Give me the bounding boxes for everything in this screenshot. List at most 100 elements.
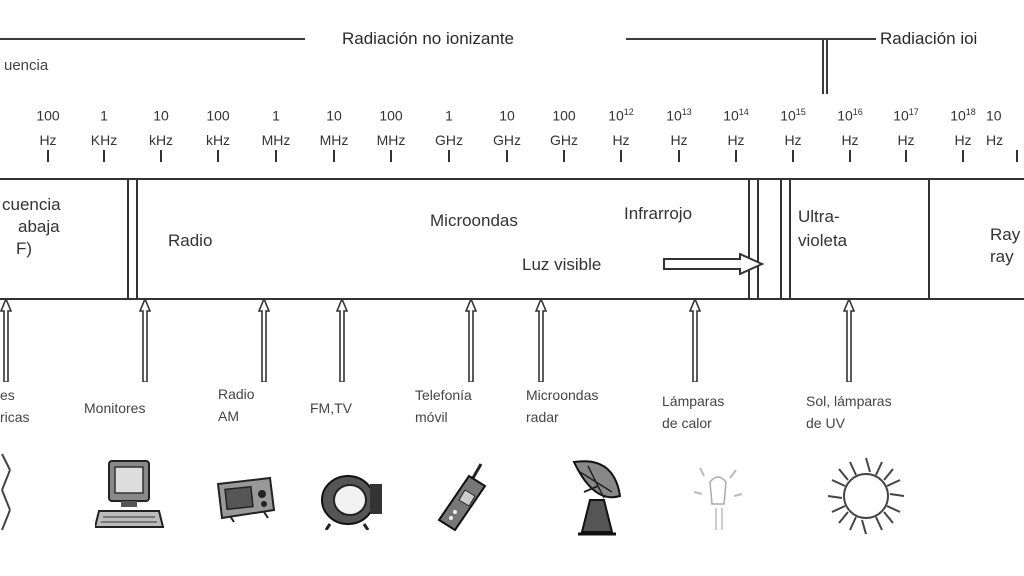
- non-ionizing-title: Radiación no ionizante: [342, 29, 515, 48]
- freq-unit: Hz: [954, 131, 972, 148]
- tick: [506, 150, 508, 162]
- arrow-up-icon: [0, 298, 12, 382]
- freq-num: 100: [552, 107, 576, 124]
- freq-sup: 14: [738, 107, 749, 117]
- radio-receiver-icon: [216, 476, 276, 523]
- freq-num: 10: [499, 107, 515, 124]
- arrow-up-icon: [139, 298, 151, 382]
- tick: [390, 150, 392, 162]
- tick: [849, 150, 851, 162]
- tick: [103, 150, 105, 162]
- application-radio-am: Radio AM: [218, 383, 255, 427]
- freq-num: 10: [608, 107, 624, 124]
- freq-unit: Hz: [39, 131, 57, 148]
- freq-num: 100: [379, 107, 403, 124]
- xray-line-1: Ray: [990, 225, 1021, 244]
- heat-lamp-icon: [693, 467, 743, 530]
- tick: [47, 150, 49, 162]
- ionizing-boundary-marker: [822, 38, 828, 94]
- arrow-up-icon: [843, 298, 855, 382]
- tick: [333, 150, 335, 162]
- freq-num: 10: [723, 107, 739, 124]
- application-microwave-radar: Microondas radar: [526, 384, 598, 428]
- heat-line-1: Lámparas: [662, 393, 725, 409]
- freq-unit: KHz: [90, 131, 118, 148]
- tick: [448, 150, 450, 162]
- arrow-up-icon: [465, 298, 477, 382]
- radar-line-2: radar: [526, 409, 559, 425]
- freq-unit: kHz: [148, 131, 174, 148]
- freq-sup: 12: [623, 107, 634, 117]
- visible-light-arrow-icon: [663, 253, 765, 275]
- freq-unit: GHz: [435, 131, 463, 148]
- arrow-up-icon: [535, 298, 547, 382]
- elf-line-3: F): [16, 239, 33, 258]
- sun-icon: [827, 457, 905, 535]
- freq-num: 10: [837, 107, 853, 124]
- freq-num: 100: [36, 107, 60, 124]
- application-fm-tv: FM,TV: [310, 400, 352, 416]
- tick: [678, 150, 680, 162]
- freq-num: 10: [893, 107, 909, 124]
- band-label-uv: Ultra- violeta: [798, 206, 847, 252]
- freq-num: 1: [272, 107, 280, 124]
- freq-unit: MHz: [261, 131, 291, 148]
- uv-app-line-1: Sol, lámparas: [806, 393, 892, 409]
- arrow-up-icon: [258, 298, 270, 382]
- freq-unit: Hz: [897, 131, 915, 148]
- application-heat-lamps: Lámparas de calor: [662, 390, 724, 434]
- freq-sup: 13: [681, 107, 692, 117]
- band-divider-uv-xray: [928, 178, 930, 298]
- radar-dish-icon: [572, 460, 622, 536]
- tick: [792, 150, 794, 162]
- freq-num: 10: [666, 107, 682, 124]
- freq-unit: kHz: [205, 131, 231, 148]
- freq-unit: Hz: [670, 131, 688, 148]
- ionizing-title: Radiación ioi: [880, 29, 978, 48]
- phone-line-1: Telefonía: [415, 387, 472, 403]
- uv-band-line-2: violeta: [798, 231, 848, 250]
- am-line-2: AM: [218, 408, 239, 424]
- application-mobile-phone: Telefonía móvil: [415, 384, 472, 428]
- band-divider-infrared-visible: [748, 178, 759, 298]
- computer-monitor-icon: [95, 460, 165, 528]
- freq-sup: 18: [965, 107, 976, 117]
- freq-unit: Hz: [986, 131, 1004, 148]
- freq-sup: 15: [795, 107, 806, 117]
- power-line-2: ricas: [0, 409, 30, 425]
- tick: [962, 150, 964, 162]
- frequency-label: uencia: [4, 57, 49, 74]
- band-label-radio: Radio: [168, 231, 213, 250]
- freq-unit: Hz: [841, 131, 859, 148]
- tick: [160, 150, 162, 162]
- band-label-infrared: Infrarrojo: [624, 204, 693, 223]
- tick: [735, 150, 737, 162]
- freq-num: 1: [100, 107, 108, 124]
- arrow-up-icon: [689, 298, 701, 382]
- freq-unit: GHz: [550, 131, 578, 148]
- freq-unit: Hz: [784, 131, 802, 148]
- elf-line-2: abaja: [18, 217, 60, 236]
- band-label-microwaves: Microondas: [430, 211, 518, 230]
- freq-unit: Hz: [727, 131, 745, 148]
- mobile-phone-icon: [437, 463, 487, 532]
- freq-sup: 16: [852, 107, 863, 117]
- uv-band-line-1: Ultra-: [798, 207, 840, 226]
- tick: [905, 150, 907, 162]
- freq-unit: MHz: [319, 131, 349, 148]
- application-monitors: Monitores: [84, 400, 146, 416]
- tick: [620, 150, 622, 162]
- application-power-lines: es ricas: [0, 384, 30, 428]
